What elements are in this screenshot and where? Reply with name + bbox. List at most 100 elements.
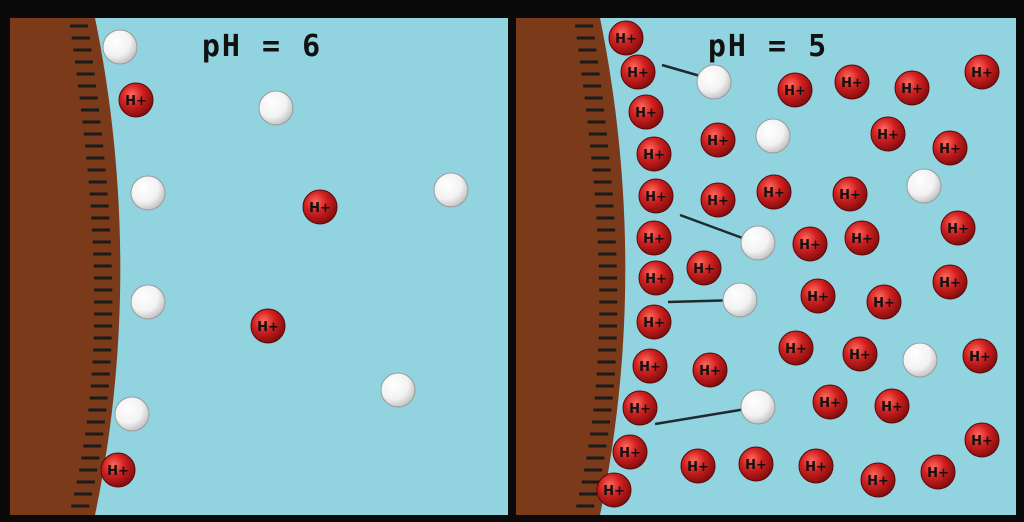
h-ion: H+ — [941, 211, 975, 245]
h-ion-label: H+ — [839, 188, 861, 203]
h-ion: H+ — [251, 309, 285, 343]
h-ion: H+ — [779, 331, 813, 365]
exchangeable-cation — [131, 176, 165, 210]
h-ion-label: H+ — [851, 232, 873, 247]
h-ion: H+ — [613, 435, 647, 469]
h-ion: H+ — [119, 83, 153, 117]
h-ion: H+ — [637, 221, 671, 255]
h-ion: H+ — [639, 261, 673, 295]
h-ion: H+ — [875, 389, 909, 423]
h-ion: H+ — [799, 449, 833, 483]
h-ion-label: H+ — [639, 360, 661, 375]
exchangeable-cation — [131, 285, 165, 319]
h-ion: H+ — [693, 353, 727, 387]
h-ion: H+ — [778, 73, 812, 107]
h-ion: H+ — [701, 123, 735, 157]
exchangeable-cation — [103, 30, 137, 64]
exchangeable-cation — [259, 91, 293, 125]
exchangeable-cation — [723, 283, 757, 317]
h-ion-label: H+ — [971, 66, 993, 81]
h-ion-label: H+ — [107, 464, 129, 479]
h-ion: H+ — [845, 221, 879, 255]
h-ion-label: H+ — [849, 348, 871, 363]
h-ion: H+ — [843, 337, 877, 371]
h-ion-label: H+ — [603, 484, 625, 499]
h-ion-label: H+ — [807, 290, 829, 305]
exchangeable-cation — [434, 173, 468, 207]
h-ion: H+ — [639, 179, 673, 213]
h-ion-label: H+ — [805, 460, 827, 475]
exchangeable-cation — [907, 169, 941, 203]
h-ion-label: H+ — [971, 434, 993, 449]
h-ion: H+ — [701, 183, 735, 217]
h-ion: H+ — [933, 265, 967, 299]
h-ion-label: H+ — [873, 296, 895, 311]
exchangeable-cation — [903, 343, 937, 377]
h-ion-label: H+ — [939, 142, 961, 157]
h-ion: H+ — [637, 137, 671, 171]
h-ion-label: H+ — [257, 320, 279, 335]
h-ion: H+ — [597, 473, 631, 507]
h-ion-label: H+ — [707, 194, 729, 209]
h-ion: H+ — [623, 391, 657, 425]
exchangeable-cation — [741, 390, 775, 424]
exchangeable-cation — [115, 397, 149, 431]
exchangeable-cation — [756, 119, 790, 153]
h-ion: H+ — [609, 21, 643, 55]
panel-ph5: pH = 5 H+ H+ H+ H+ H+ H+ H+ H+ H+ H+ H+ H+ H+ H+ H+ H+ H… — [516, 18, 1016, 515]
h-ion-label: H+ — [635, 106, 657, 121]
h-ion: H+ — [739, 447, 773, 481]
h-ion-label: H+ — [309, 201, 331, 216]
h-ion: H+ — [621, 55, 655, 89]
h-ion-label: H+ — [939, 276, 961, 291]
h-ion-label: H+ — [615, 32, 637, 47]
h-ion: H+ — [921, 455, 955, 489]
h-ion: H+ — [895, 71, 929, 105]
exchangeable-cation — [381, 373, 415, 407]
h-ion: H+ — [813, 385, 847, 419]
panel-ph6: pH = 6 H+ H+ H+ H+ — [10, 18, 508, 515]
h-ion-label: H+ — [645, 190, 667, 205]
h-ion: H+ — [633, 349, 667, 383]
exchangeable-cation — [697, 65, 731, 99]
h-ion: H+ — [933, 131, 967, 165]
h-ion: H+ — [833, 177, 867, 211]
h-ion-label: H+ — [763, 186, 785, 201]
h-ion-label: H+ — [841, 76, 863, 91]
h-ion-label: H+ — [867, 474, 889, 489]
h-ion-label: H+ — [619, 446, 641, 461]
h-ion-label: H+ — [745, 458, 767, 473]
h-ion-label: H+ — [125, 94, 147, 109]
exchangeable-cation — [741, 226, 775, 260]
h-ion-label: H+ — [627, 66, 649, 81]
h-ion-label: H+ — [645, 272, 667, 287]
h-ion: H+ — [871, 117, 905, 151]
h-ion-label: H+ — [799, 238, 821, 253]
h-ion: H+ — [801, 279, 835, 313]
h-ion: H+ — [793, 227, 827, 261]
panel-title-ph6: pH = 6 — [202, 29, 322, 64]
h-ion: H+ — [637, 305, 671, 339]
h-ion-label: H+ — [699, 364, 721, 379]
h-ion: H+ — [867, 285, 901, 319]
h-ion-label: H+ — [785, 342, 807, 357]
h-ion-label: H+ — [693, 262, 715, 277]
h-ion: H+ — [303, 190, 337, 224]
h-ion-label: H+ — [969, 350, 991, 365]
h-ion: H+ — [629, 95, 663, 129]
h-ion-label: H+ — [947, 222, 969, 237]
h-ion-label: H+ — [819, 396, 841, 411]
h-ion: H+ — [835, 65, 869, 99]
h-ion-label: H+ — [901, 82, 923, 97]
h-ion-label: H+ — [687, 460, 709, 475]
panel-title-ph5: pH = 5 — [708, 29, 828, 64]
h-ion: H+ — [687, 251, 721, 285]
h-ion-label: H+ — [877, 128, 899, 143]
h-ion-label: H+ — [629, 402, 651, 417]
h-ion-label: H+ — [707, 134, 729, 149]
h-ion-label: H+ — [643, 232, 665, 247]
h-ion-label: H+ — [784, 84, 806, 99]
h-ion-label: H+ — [881, 400, 903, 415]
h-ion: H+ — [681, 449, 715, 483]
